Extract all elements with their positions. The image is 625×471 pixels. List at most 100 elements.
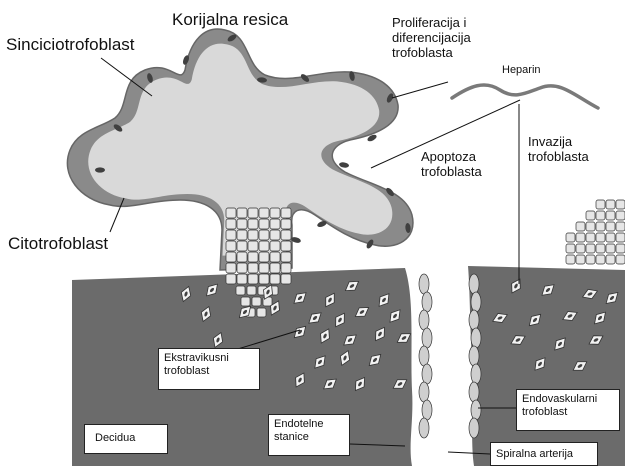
cytotrophoblast-cell <box>281 252 291 262</box>
cytotrophoblast-cell <box>252 297 261 306</box>
cytotrophoblast-cell <box>248 274 258 284</box>
endovascular-trophoblast-cell <box>469 310 479 330</box>
endothelial-label-line2: stanice <box>274 431 344 444</box>
cytotrophoblast-cell <box>270 208 280 218</box>
cytotrophoblast-cell <box>248 230 258 240</box>
apoptosis-label-line1: Apoptoza <box>421 150 482 165</box>
cytotrophoblast-cell <box>596 222 605 231</box>
endovascular-trophoblast-cell <box>469 382 479 402</box>
cytotrophoblast-cell <box>237 274 247 284</box>
endovascular-trophoblast-cell <box>471 364 481 384</box>
cytotrophoblast-cell <box>281 274 291 284</box>
cytotrophoblast-cell <box>270 263 280 273</box>
cytotrophoblast-cell <box>566 244 575 253</box>
cytotrophoblast-cell <box>606 222 615 231</box>
cytotrophoblast-cell <box>248 252 258 262</box>
extravillous-label-line2: trofoblast <box>164 365 254 378</box>
cytotrophoblast-cell <box>226 252 236 262</box>
cytotrophoblast-cell <box>586 233 595 242</box>
cytotrophoblast-cell <box>247 286 256 295</box>
cytotrophoblast-cell <box>270 241 280 251</box>
endothelial-cell <box>419 274 429 294</box>
cytotrophoblast-cell <box>259 274 269 284</box>
syncytiotrophoblast-label: Sinciciotrofoblast <box>6 35 135 55</box>
cytotrophoblast-cell <box>270 252 280 262</box>
endovascular-trophoblast-cell <box>471 292 481 312</box>
endovascular-trophoblast-cell <box>471 328 481 348</box>
invasion-label-line1: Invazija <box>528 135 589 150</box>
endothelial-cell <box>422 400 432 420</box>
cytotrophoblast-cell <box>248 241 258 251</box>
endovascular-label-line1: Endovaskularni <box>522 393 614 406</box>
heparin-label: Heparin <box>502 64 541 77</box>
cytotrophoblast-cell <box>616 211 625 220</box>
apoptosis-label: Apoptoza trofoblasta <box>421 150 482 180</box>
endothelial-cell <box>419 382 429 402</box>
cytotrophoblast-cell <box>616 255 625 264</box>
cytotrophoblast-cell <box>606 211 615 220</box>
cytotrophoblast-cell <box>596 200 605 209</box>
cytotrophoblast-cell <box>586 211 595 220</box>
spiral-artery-box: Spiralna arterija <box>490 442 598 466</box>
cytotrophoblast-cell <box>606 244 615 253</box>
cytotrophoblast-cell <box>616 222 625 231</box>
cytotrophoblast-cell <box>566 255 575 264</box>
cytotrophoblast-cell <box>248 208 258 218</box>
cytotrophoblast-cell <box>270 219 280 229</box>
villus-label: Korijalna resica <box>172 10 288 30</box>
cytotrophoblast-cell <box>281 208 291 218</box>
decidua-box: Decidua <box>84 424 168 454</box>
cytotrophoblast-cell <box>596 233 605 242</box>
invasion-label-line2: trofoblasta <box>528 150 589 165</box>
cytotrophoblast-cell <box>226 208 236 218</box>
proliferation-label-line2: diferencijacija <box>392 31 471 46</box>
cytotrophoblast-cell <box>237 241 247 251</box>
heparin-molecule <box>452 85 598 108</box>
cytotrophoblast-cell <box>616 200 625 209</box>
endovascular-trophoblast-cell <box>469 274 479 294</box>
spiral-artery-label: Spiralna arterija <box>496 448 592 461</box>
cytotrophoblast-cell <box>237 230 247 240</box>
endothelial-cell <box>422 328 432 348</box>
endothelial-cell <box>419 346 429 366</box>
endothelial-cell <box>419 310 429 330</box>
cytotrophoblast-cell <box>270 274 280 284</box>
cytotrophoblast-cell <box>259 219 269 229</box>
endothelial-label-line1: Endotelne <box>274 418 344 431</box>
cytotrophoblast-cell <box>226 219 236 229</box>
cytotrophoblast-cell <box>241 297 250 306</box>
cytotrophoblast-cell <box>576 244 585 253</box>
extravillous-label-line1: Ekstravikusni <box>164 352 254 365</box>
cytotrophoblast-cell <box>259 241 269 251</box>
cytotrophoblast-cell <box>586 255 595 264</box>
cytotrophoblast-cell <box>596 211 605 220</box>
cytotrophoblast-cell <box>281 219 291 229</box>
syncytial-nucleus <box>95 167 105 172</box>
cytotrophoblast-label: Citotrofoblast <box>8 234 108 254</box>
proliferation-label-line3: trofoblasta <box>392 46 471 61</box>
cytotrophoblast-cell <box>606 233 615 242</box>
cytotrophoblast-cell <box>281 241 291 251</box>
cytotrophoblast-cell <box>226 263 236 273</box>
invasion-label: Invazija trofoblasta <box>528 135 589 165</box>
decidua-tissue-right <box>468 266 625 466</box>
endovascular-trophoblast-cell <box>469 346 479 366</box>
syncytial-nucleus <box>339 162 350 169</box>
spiral-artery-lumen <box>430 268 466 466</box>
cytotrophoblast-cell <box>576 222 585 231</box>
endovascular-trophoblast-cell <box>469 418 479 438</box>
cytotrophoblast-cell <box>616 233 625 242</box>
cytotrophoblast-cell <box>259 263 269 273</box>
cytotrophoblast-cell <box>257 308 266 317</box>
proliferation-label: Proliferacija i diferencijacija trofobla… <box>392 16 471 61</box>
endothelial-cell <box>422 292 432 312</box>
apoptosis-label-line2: trofoblasta <box>421 165 482 180</box>
endothelial-cell <box>422 364 432 384</box>
endovascular-trophoblast-cell <box>471 400 481 420</box>
cytotrophoblast-cell <box>226 274 236 284</box>
cytotrophoblast-cell <box>236 286 245 295</box>
proliferation-label-line1: Proliferacija i <box>392 16 471 31</box>
cytotrophoblast-cell <box>616 244 625 253</box>
extravillous-trophoblast-box: Ekstravikusni trofoblast <box>158 348 260 390</box>
endovascular-trophoblast-box: Endovaskularni trofoblast <box>516 389 620 431</box>
